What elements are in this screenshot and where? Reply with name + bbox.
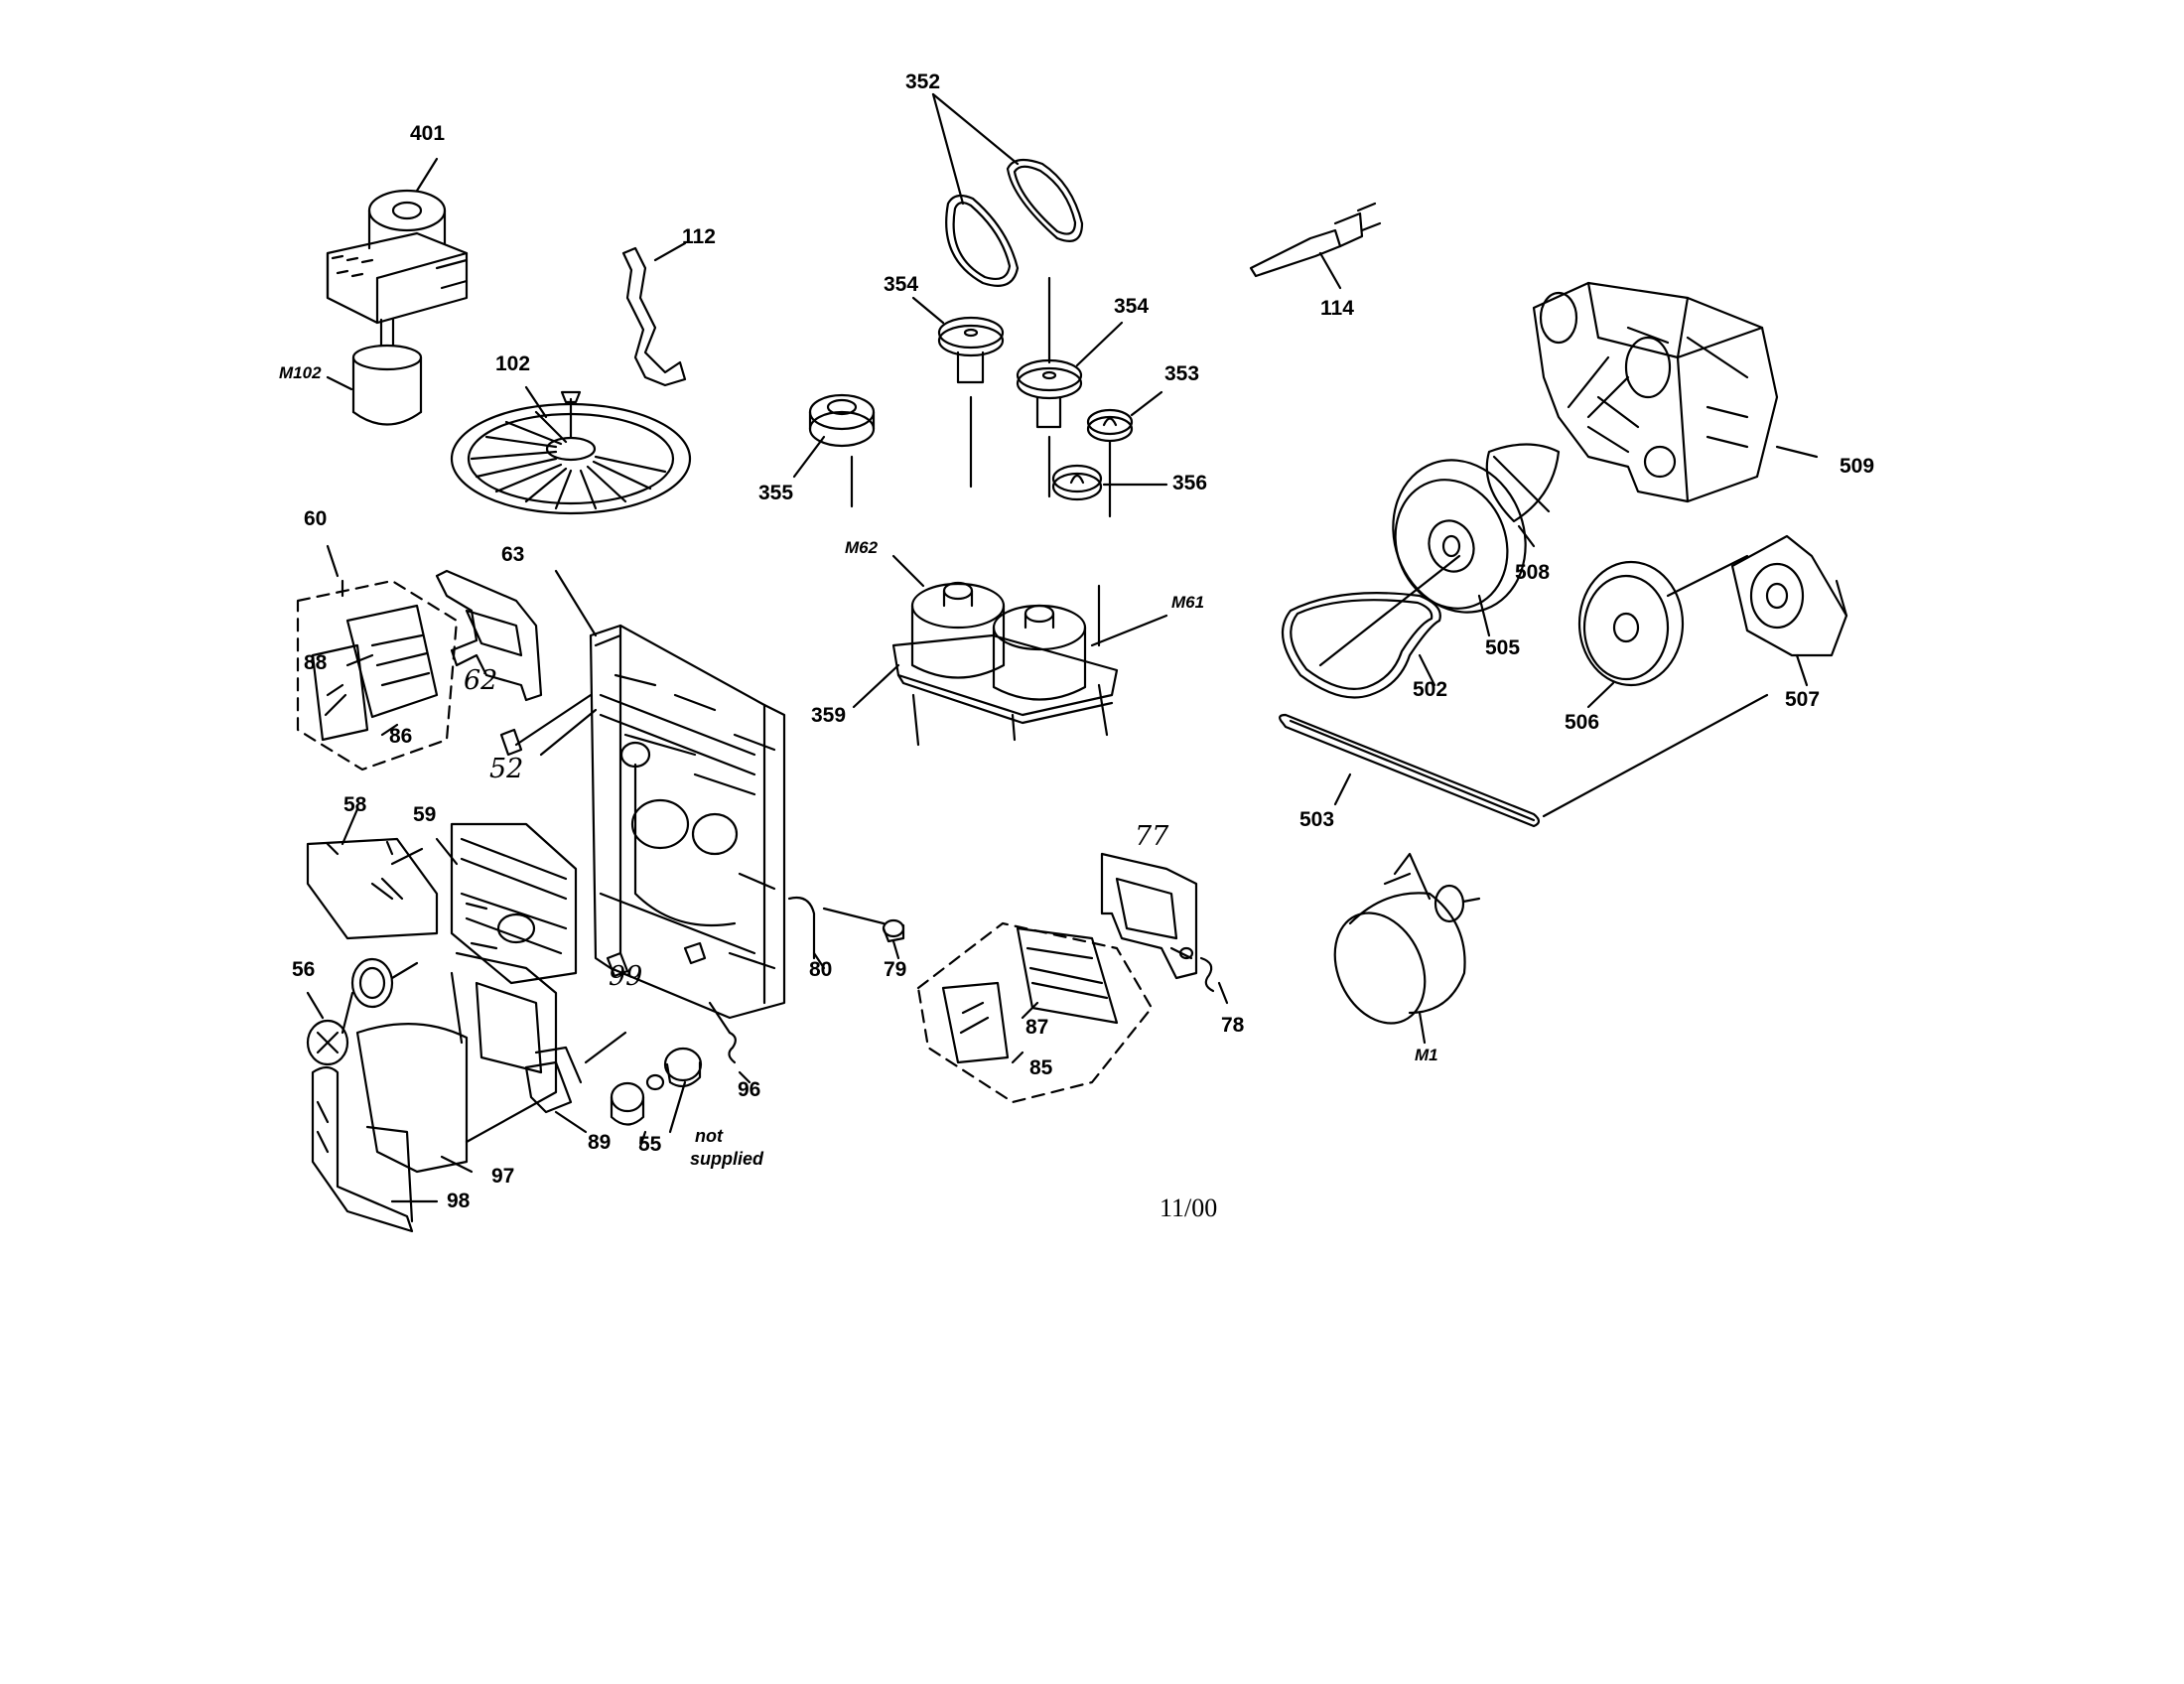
belt-502 — [1283, 556, 1459, 698]
flywheel-505 — [1372, 441, 1547, 631]
power-cord-114 — [1251, 204, 1380, 276]
part-label-359: 359 — [811, 704, 847, 727]
cassette-door-group-right — [918, 854, 1196, 1102]
not-supplied-note: not supplied — [690, 1125, 763, 1170]
part-label-505: 505 — [1485, 636, 1521, 659]
pulley-354-right — [1018, 278, 1081, 496]
part-label-508: 508 — [1515, 561, 1551, 584]
part-label-M62: M62 — [845, 538, 879, 557]
knob-56 — [308, 959, 392, 1064]
part-label-M61: M61 — [1171, 593, 1205, 612]
belts-352 — [946, 160, 1082, 286]
part-label-77: 77 — [1135, 821, 1169, 852]
pulley-354-left — [939, 318, 1003, 487]
motor-M1 — [1317, 854, 1479, 1038]
lever-112 — [623, 248, 685, 385]
spring-78 — [1171, 948, 1213, 991]
part-label-60: 60 — [304, 507, 328, 530]
note-line-1: not — [695, 1126, 723, 1146]
part-label-96: 96 — [738, 1078, 761, 1101]
gear-356 — [1053, 466, 1101, 499]
cassette-holder-62 — [437, 571, 541, 700]
part-label-99: 99 — [609, 961, 643, 992]
panel-58 — [308, 839, 437, 938]
part-label-87: 87 — [1025, 1016, 1049, 1039]
switch-52 — [501, 730, 521, 755]
part-label-62: 62 — [464, 665, 498, 696]
part-label-63: 63 — [501, 543, 525, 566]
optical-pickup-401 — [328, 191, 467, 323]
part-99 — [608, 943, 705, 976]
note-line-2: supplied — [690, 1148, 764, 1169]
part-label-354-left: 354 — [884, 273, 919, 296]
bracket-89 — [526, 1048, 581, 1112]
motor-M62 — [912, 583, 1004, 678]
motor-M61 — [994, 586, 1107, 735]
pulley-disc-508 — [1487, 445, 1559, 522]
part-label-52: 52 — [489, 754, 524, 784]
part-label-M102: M102 — [279, 363, 322, 382]
motor-M102 — [353, 320, 421, 425]
gear-355 — [810, 395, 874, 506]
part-label-55: 55 — [638, 1133, 662, 1156]
part-label-502: 502 — [1413, 678, 1448, 701]
cover-97 — [357, 953, 556, 1172]
part-label-354-right: 354 — [1114, 295, 1150, 318]
gear-353 — [1088, 410, 1132, 516]
part-label-56: 56 — [292, 958, 316, 981]
cd-mechanism-509 — [1534, 283, 1777, 501]
part-label-80: 80 — [809, 958, 833, 981]
gear-102 — [452, 392, 690, 513]
part-label-352: 352 — [905, 70, 941, 93]
part-label-507: 507 — [1785, 688, 1821, 711]
part-label-356: 356 — [1172, 472, 1208, 494]
motor-plate-359 — [893, 635, 1117, 745]
part-label-97: 97 — [491, 1165, 515, 1188]
belt-503 — [1280, 695, 1767, 826]
part-label-102: 102 — [495, 352, 531, 375]
part-label-78: 78 — [1221, 1014, 1245, 1037]
part-label-86: 86 — [389, 725, 413, 748]
clip-79 — [884, 920, 903, 941]
front-panel-59 — [452, 824, 576, 983]
part-label-58: 58 — [343, 793, 367, 816]
knob-55 — [612, 1049, 701, 1125]
part-label-503: 503 — [1299, 808, 1335, 831]
motor-bracket-507 — [1732, 536, 1846, 655]
wire-80 — [789, 898, 884, 958]
cover-98 — [313, 1067, 412, 1231]
part-label-112: 112 — [682, 225, 716, 248]
spring-96 — [710, 1003, 736, 1062]
part-label-509: 509 — [1840, 455, 1875, 478]
diagram-date: 11/00 — [1160, 1193, 1218, 1222]
part-label-114: 114 — [1320, 297, 1354, 320]
part-label-401: 401 — [410, 122, 446, 145]
cassette-door-group-left — [298, 581, 457, 770]
part-label-59: 59 — [413, 803, 437, 826]
part-label-355: 355 — [758, 482, 794, 504]
pulley-506 — [1579, 556, 1747, 685]
main-chassis-63 — [591, 626, 784, 1018]
part-label-M1: M1 — [1415, 1046, 1438, 1064]
part-label-98: 98 — [447, 1190, 471, 1212]
part-label-353: 353 — [1164, 362, 1200, 385]
part-label-89: 89 — [588, 1131, 612, 1154]
part-label-85: 85 — [1029, 1056, 1053, 1079]
part-label-88: 88 — [304, 651, 328, 674]
part-label-506: 506 — [1565, 711, 1600, 734]
part-label-79: 79 — [884, 958, 907, 981]
